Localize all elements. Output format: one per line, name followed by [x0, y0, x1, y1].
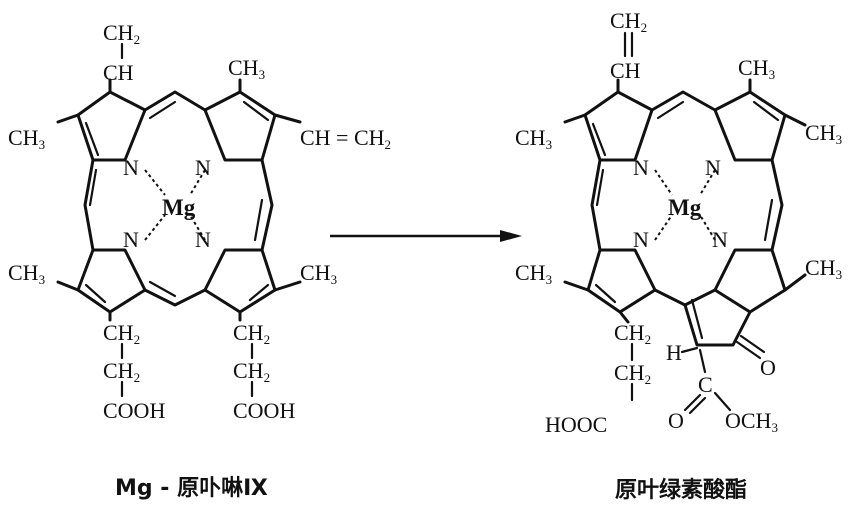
reaction-arrow	[330, 230, 522, 242]
left-caption: Mg - 原卟啉Ⅸ	[115, 476, 268, 501]
right-caption: 原叶绿素酸酯	[615, 478, 748, 503]
svg-text:N: N	[195, 155, 211, 180]
svg-text:CH2: CH2	[103, 358, 140, 385]
svg-text:CH3: CH3	[515, 125, 552, 152]
left-molecule: CH2 CH CH3 CH3 CH = CH2 N N N N Mg CH3 C…	[8, 20, 391, 423]
svg-text:CH3: CH3	[738, 55, 775, 82]
svg-text:CH2: CH2	[233, 358, 270, 385]
svg-text:N: N	[633, 227, 649, 252]
svg-text:CH2: CH2	[103, 320, 140, 347]
svg-text:CH3: CH3	[8, 260, 45, 287]
svg-text:COOH: COOH	[103, 398, 165, 423]
svg-text:CH2: CH2	[103, 20, 140, 47]
svg-text:CH: CH	[610, 58, 641, 83]
svg-text:CH2: CH2	[614, 320, 651, 347]
svg-text:CH3: CH3	[515, 260, 552, 287]
svg-text:CH3: CH3	[805, 120, 842, 147]
svg-text:COOH: COOH	[233, 398, 295, 423]
svg-text:N: N	[195, 227, 211, 252]
svg-text:H: H	[666, 340, 682, 365]
right-ring-bonds	[563, 78, 807, 415]
svg-text:CH2: CH2	[610, 8, 647, 35]
svg-text:CH3: CH3	[805, 255, 842, 282]
svg-text:C: C	[698, 372, 713, 397]
right-molecule: CH2 CH CH3 CH3 CH3 N N N N Mg CH3 CH3 CH…	[515, 8, 842, 437]
svg-text:Mg: Mg	[668, 195, 702, 220]
svg-text:N: N	[712, 227, 728, 252]
left-ring-bonds	[56, 78, 302, 398]
right-atom-labels: CH2 CH CH3 CH3 CH3 N N N N Mg CH3 CH3 CH…	[515, 8, 842, 437]
svg-text:CH3: CH3	[8, 125, 45, 152]
svg-text:O: O	[668, 408, 684, 433]
svg-text:CH: CH	[103, 60, 134, 85]
svg-text:N: N	[633, 155, 649, 180]
svg-text:Mg: Mg	[162, 195, 196, 220]
left-atom-labels: CH2 CH CH3 CH3 CH = CH2 N N N N Mg CH3 C…	[8, 20, 391, 423]
svg-text:HOOC: HOOC	[545, 412, 607, 437]
svg-text:N: N	[705, 155, 721, 180]
svg-text:N: N	[123, 227, 139, 252]
svg-text:CH3: CH3	[300, 260, 337, 287]
svg-text:CH3: CH3	[228, 55, 265, 82]
svg-text:N: N	[123, 155, 139, 180]
svg-text:OCH3: OCH3	[725, 408, 778, 435]
svg-text:O: O	[760, 355, 776, 380]
svg-text:CH2: CH2	[233, 320, 270, 347]
svg-text:CH2: CH2	[614, 360, 651, 387]
svg-text:CH = CH2: CH = CH2	[300, 125, 391, 152]
